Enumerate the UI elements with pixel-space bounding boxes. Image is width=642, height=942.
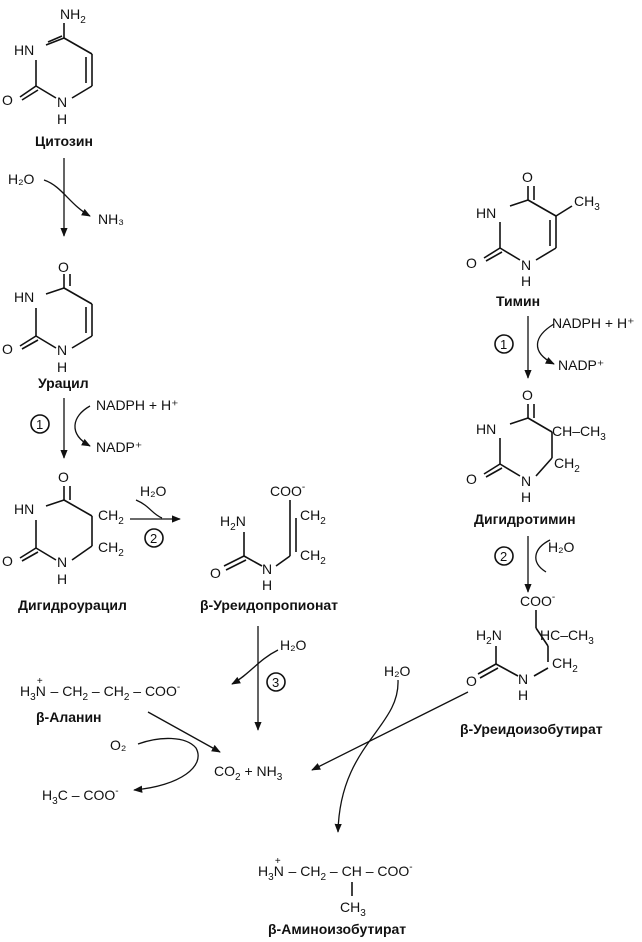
hydrolysis-arrow-uracil <box>130 499 181 548</box>
svg-text:HN: HN <box>476 421 496 437</box>
svg-text:O: O <box>2 341 13 357</box>
hydrolysis-arrow-final <box>311 679 469 833</box>
svg-text:H: H <box>57 111 67 127</box>
uracil-label: Урацил <box>38 375 89 391</box>
svg-text:CH–CH3: CH–CH3 <box>552 423 606 443</box>
svg-text:O: O <box>58 259 69 275</box>
enzyme-2-badge: 2 <box>150 531 157 546</box>
deamination-arrow <box>43 158 91 237</box>
svg-text:N: N <box>521 473 531 489</box>
ureidopropionate-structure: COO- H2N CH2 CH2 O N H <box>210 482 326 593</box>
beta-alanine-formula: H3N+ – CH2 – CH2 – COO- <box>20 676 180 703</box>
svg-text:HN: HN <box>476 205 496 221</box>
nadph-reagent: NADPH + H⁺ <box>96 397 178 413</box>
cytosine-structure: NH2 HN O N H <box>2 6 93 127</box>
enzyme-2-badge-thymine: 2 <box>500 549 507 564</box>
svg-text:HN: HN <box>14 289 34 305</box>
hydrolysis-arrow-thymine <box>494 536 551 593</box>
svg-text:N: N <box>521 257 531 273</box>
svg-text:H2N: H2N <box>220 513 246 533</box>
dihydrouracil-structure: O HN CH2 CH2 O N H <box>2 469 124 587</box>
oxygen-reagent: O₂ <box>110 737 126 753</box>
thymine-label: Тимин <box>496 293 540 309</box>
reduction-arrow-uracil <box>30 398 91 459</box>
enzyme-3-badge: 3 <box>272 675 279 690</box>
dihydrouracil-label: Дигидроурацил <box>18 597 127 613</box>
svg-text:HC–CH3: HC–CH3 <box>540 627 594 647</box>
aminoisobutyrate-formula: H3N+ – CH2 – CH – COO- <box>258 856 413 883</box>
svg-text:CH2: CH2 <box>554 455 580 475</box>
oxidation-arrows <box>133 711 221 793</box>
svg-text:O: O <box>466 255 477 271</box>
water-reagent-2: H₂O <box>140 483 167 499</box>
nadp-product: NADP⁺ <box>96 439 142 455</box>
svg-text:N: N <box>57 94 67 110</box>
svg-text:N: N <box>262 561 272 577</box>
svg-text:O: O <box>210 565 221 581</box>
svg-text:HN: HN <box>14 501 34 517</box>
water-reagent: H₂O <box>8 171 35 187</box>
svg-text:O: O <box>522 387 533 403</box>
svg-text:CH2: CH2 <box>98 539 124 559</box>
aminoisobutyrate-label: β-Аминоизобутират <box>268 921 406 937</box>
svg-text:H: H <box>521 489 531 505</box>
svg-text:COO-: COO- <box>270 482 305 499</box>
svg-text:HN: HN <box>14 42 34 58</box>
svg-text:O: O <box>522 169 533 185</box>
cytosine-label: Цитозин <box>35 133 93 149</box>
svg-text:O: O <box>466 673 477 689</box>
beta-alanine-label: β-Аланин <box>36 709 102 725</box>
nadp-product-thymine: NADP⁺ <box>558 357 604 373</box>
thymine-structure: O HN CH3 O N H <box>466 169 600 289</box>
svg-text:N: N <box>57 554 67 570</box>
svg-text:H: H <box>518 687 528 703</box>
svg-text:NH2: NH2 <box>60 6 86 26</box>
svg-text:H2N: H2N <box>476 627 502 647</box>
svg-text:H: H <box>521 273 531 289</box>
svg-text:CH3: CH3 <box>574 193 600 213</box>
svg-text:O: O <box>2 553 13 569</box>
svg-text:H: H <box>57 571 67 587</box>
svg-text:N: N <box>57 342 67 358</box>
enzyme-1-badge: 1 <box>36 417 43 432</box>
uracil-structure: O HN O N H <box>2 259 93 375</box>
svg-text:H: H <box>57 359 67 375</box>
water-reagent-final: H₂O <box>384 663 411 679</box>
dihydrothymine-label: Дигидротимин <box>474 511 576 527</box>
svg-text:CH2: CH2 <box>98 507 124 527</box>
ammonia-product: NH₃ <box>98 211 124 227</box>
acetate-formula: H3C – COO- <box>42 786 119 807</box>
enzyme-1-badge-thymine: 1 <box>500 337 507 352</box>
svg-text:O: O <box>2 92 13 108</box>
ureidoisobutyrate-structure: COO- H2N HC–CH3 CH2 O N H <box>466 592 594 703</box>
svg-text:CH2: CH2 <box>552 655 578 675</box>
water-reagent-3: H₂O <box>280 637 307 653</box>
ureidopropionate-label: β-Уреидопропионат <box>200 597 338 613</box>
ureidoisobutyrate-label: β-Уреидоизобутират <box>460 721 603 737</box>
svg-text:O: O <box>58 469 69 485</box>
methyl-group: CH3 <box>340 899 366 919</box>
svg-text:CH2: CH2 <box>300 507 326 527</box>
svg-text:O: O <box>466 471 477 487</box>
reduction-arrow-thymine <box>494 316 555 379</box>
svg-text:CH2: CH2 <box>300 547 326 567</box>
co2-nh3-products: CO2 + NH3 <box>214 763 283 783</box>
svg-text:H: H <box>262 577 272 593</box>
dihydrothymine-structure: O HN CH–CH3 CH2 O N H <box>466 387 606 505</box>
nadph-reagent-thymine: NADPH + H⁺ <box>552 315 634 331</box>
svg-text:N: N <box>518 671 528 687</box>
water-reagent-thymine: H₂O <box>548 539 575 555</box>
hydrolysis-arrow-3 <box>231 626 286 731</box>
svg-text:COO-: COO- <box>520 592 555 609</box>
